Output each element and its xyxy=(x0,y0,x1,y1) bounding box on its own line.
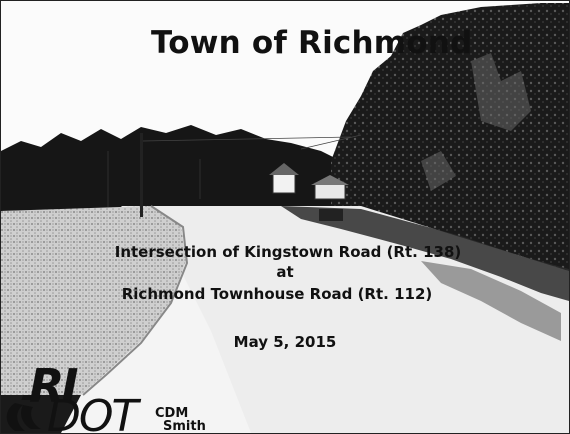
slide-date: May 5, 2015 xyxy=(233,333,337,351)
road-shadows xyxy=(281,206,569,301)
right-tree-highlights xyxy=(421,53,531,191)
curb-edge xyxy=(82,205,189,396)
utility-pole xyxy=(107,151,109,207)
house xyxy=(272,172,296,194)
right-tree-mass xyxy=(331,3,569,271)
vehicle xyxy=(319,209,343,221)
subtitle-line-1: Intersection of Kingstown Road (Rt. 138) xyxy=(114,243,462,261)
grass-verge xyxy=(1,206,186,395)
road-surface xyxy=(121,206,569,433)
distant-tree-line xyxy=(1,125,341,211)
ridot-swoosh-icon xyxy=(6,395,42,431)
subtitle-line-3: Richmond Townhouse Road (Rt. 112) xyxy=(121,285,433,303)
cdm-smith-logo-smith: Smith xyxy=(163,419,206,434)
ridot-logo-dot: DOT xyxy=(47,391,138,434)
ridot-logo-ri: RI xyxy=(29,359,79,413)
utility-pole xyxy=(140,133,143,217)
subtitle-line-2: at xyxy=(276,263,294,281)
sponsor-logos: RI DOT CDM Smith xyxy=(1,357,241,433)
cdm-smith-logo-cdm: CDM xyxy=(155,406,189,421)
house xyxy=(314,182,346,200)
slide-title: Town of Richmond xyxy=(151,25,473,61)
utility-pole xyxy=(199,159,201,199)
